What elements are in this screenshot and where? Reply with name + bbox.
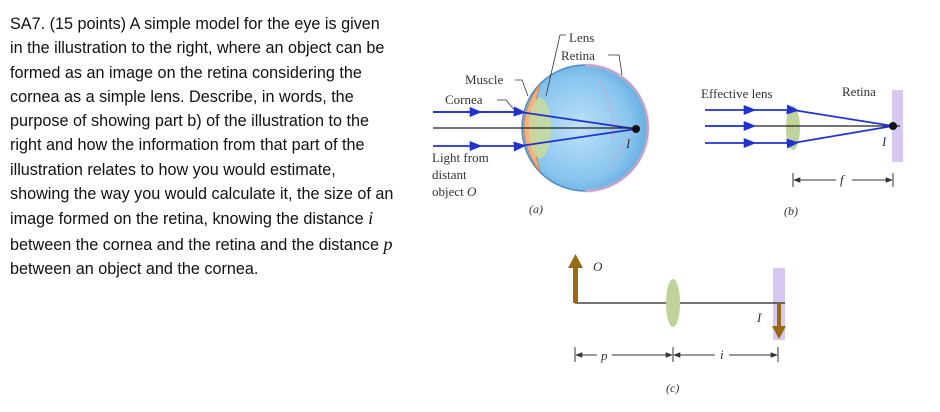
lens-label: Lens bbox=[569, 30, 594, 45]
retina-layer bbox=[584, 63, 650, 193]
question-part-2: between the cornea and the retina and th… bbox=[10, 235, 384, 254]
retina-label: Retina bbox=[561, 48, 595, 63]
part-c: O I p i (c) bbox=[568, 254, 786, 395]
p-symbol: p bbox=[600, 348, 608, 363]
blood-vessel bbox=[609, 131, 634, 171]
caption-c: (c) bbox=[666, 381, 679, 395]
blood-vessel bbox=[599, 79, 613, 141]
ray-line bbox=[433, 128, 637, 152]
lens-c bbox=[666, 279, 680, 327]
image-symbol-c: I bbox=[756, 310, 762, 325]
lens-leader bbox=[545, 34, 566, 97]
light-label-line2: distant bbox=[432, 167, 467, 182]
i-symbol: i bbox=[720, 347, 724, 362]
cornea-leader bbox=[497, 99, 517, 113]
question-part-1: SA7. (15 points) A simple model for the … bbox=[10, 15, 394, 229]
object-arrow-head bbox=[568, 254, 583, 268]
ray-line bbox=[433, 106, 637, 130]
light-label-line3: object O bbox=[432, 184, 477, 199]
var-p: p bbox=[383, 233, 393, 254]
image-symbol-b: I bbox=[881, 134, 887, 149]
ray-line bbox=[705, 125, 894, 149]
muscle-label: Muscle bbox=[465, 72, 504, 87]
image-symbol-a: I bbox=[625, 136, 631, 151]
ray-line bbox=[705, 104, 894, 127]
caption-a: (a) bbox=[529, 202, 543, 216]
object-arrow-shaft bbox=[573, 266, 578, 303]
part-a: Lens Retina Muscle Cornea Light from dis… bbox=[432, 30, 650, 216]
image-arrow-shaft bbox=[777, 303, 781, 328]
question-text: SA7. (15 points) A simple model for the … bbox=[10, 12, 395, 281]
muscle-leader bbox=[515, 79, 529, 97]
caption-b: (b) bbox=[784, 204, 798, 218]
question-part-3: between an object and the cornea. bbox=[10, 259, 259, 278]
retina-leader bbox=[608, 54, 623, 76]
effective-lens-label: Effective lens bbox=[701, 86, 773, 101]
cornea-label: Cornea bbox=[445, 92, 483, 107]
focal-symbol: f bbox=[840, 172, 846, 187]
var-i: i bbox=[368, 208, 374, 229]
image-arrow-head bbox=[772, 326, 786, 339]
light-label-line1: Light from bbox=[432, 150, 489, 165]
part-b: Effective lens Retina I f (b) bbox=[701, 84, 903, 218]
object-symbol-c: O bbox=[593, 259, 603, 274]
retina-label-b: Retina bbox=[842, 84, 876, 99]
image-point-b bbox=[889, 122, 897, 130]
image-point bbox=[632, 125, 640, 133]
